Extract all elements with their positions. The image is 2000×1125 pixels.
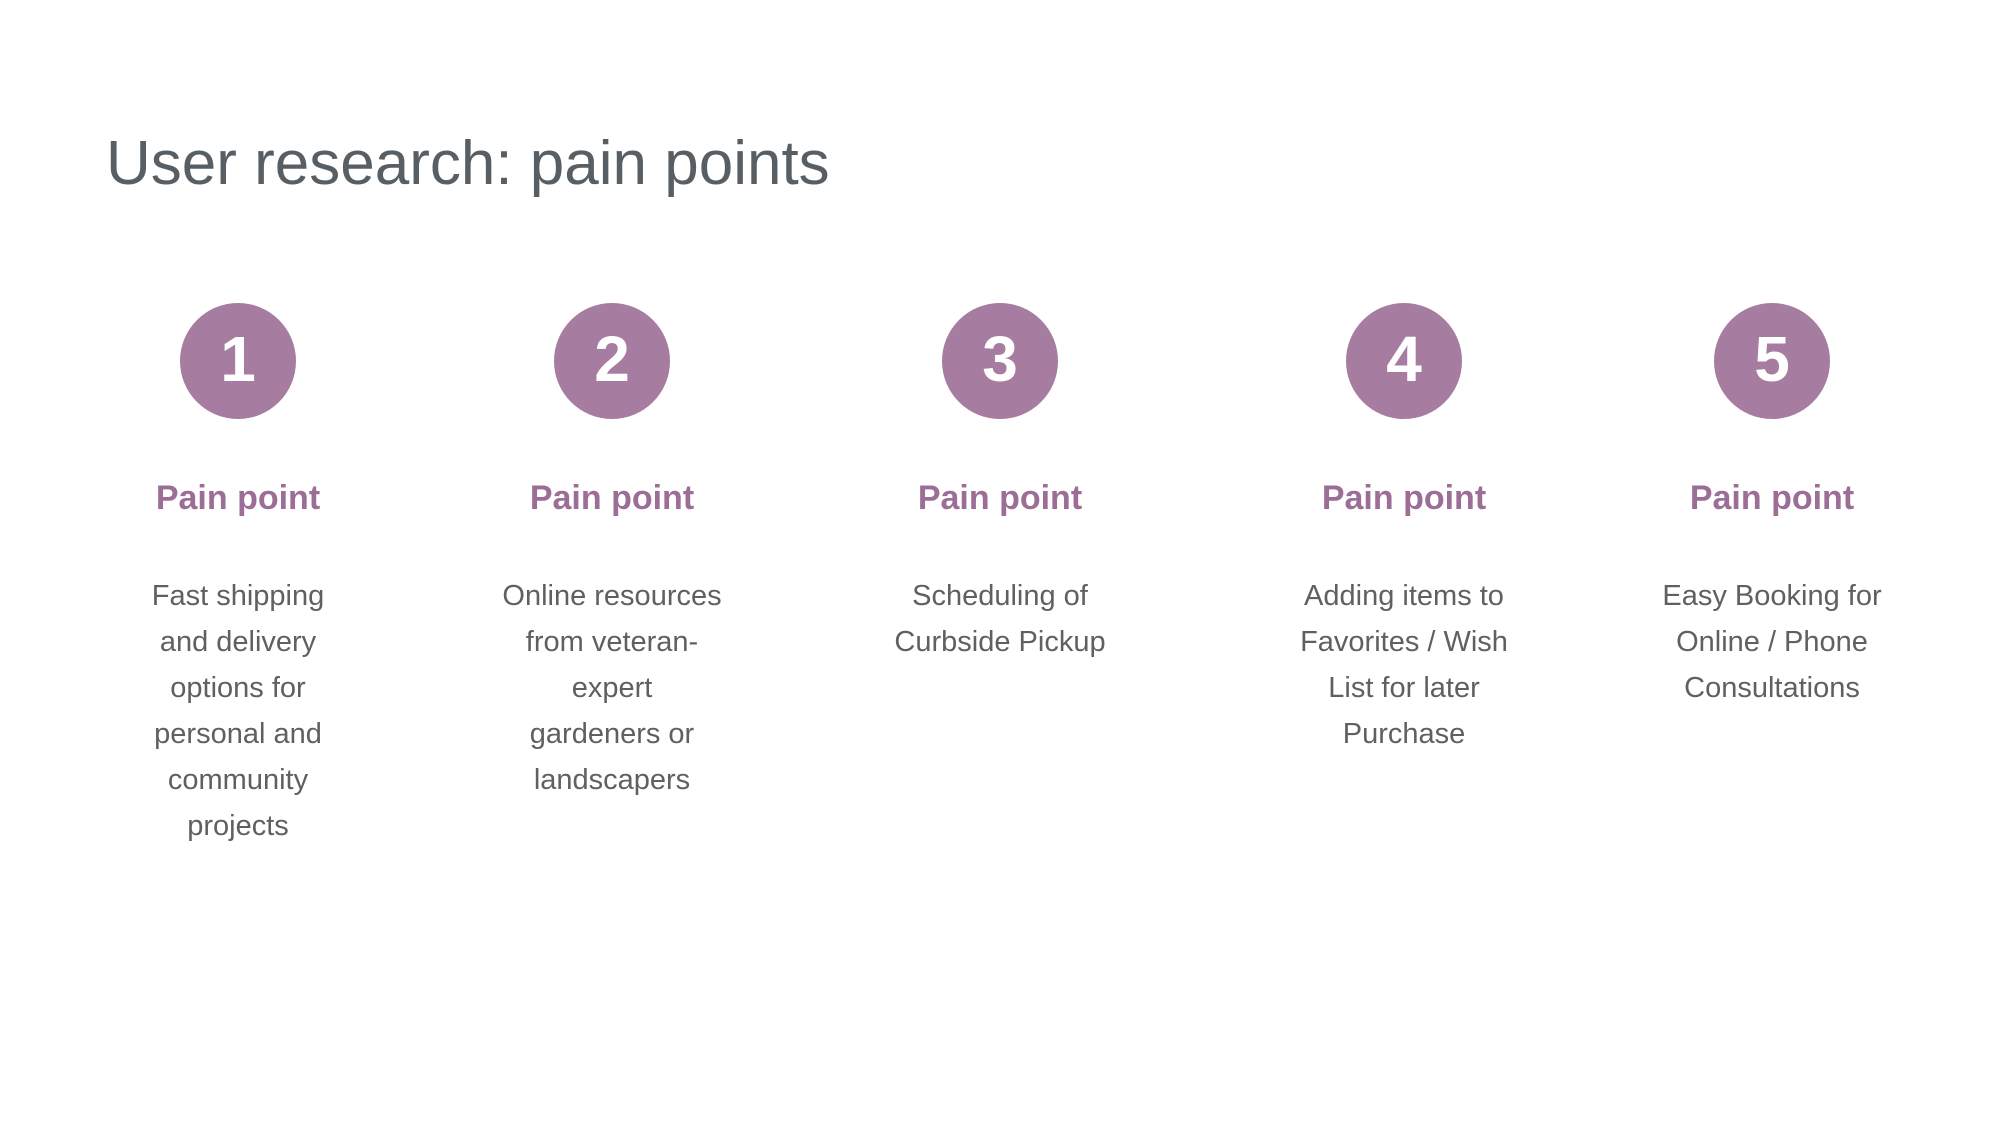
step-number: 5 (1754, 323, 1790, 395)
step-circle-5: 5 (1714, 303, 1830, 419)
pain-point-description: Easy Booking for Online / Phone Consulta… (1662, 580, 1882, 704)
pain-point-label: Pain point (1321, 479, 1487, 517)
pain-point-label: Pain point (155, 479, 321, 517)
pain-point-description: Scheduling of Curbside Pickup (894, 580, 1106, 658)
pain-point-label: Pain point (1689, 479, 1855, 517)
pain-point-description: Online resources from veteran- expert ga… (502, 580, 722, 796)
pain-point-column-2: 2 Pain point Online resources from veter… (442, 303, 782, 803)
step-circle-2: 2 (554, 303, 670, 419)
step-circle-1: 1 (180, 303, 296, 419)
pain-point-column-1: 1 Pain point Fast shipping and delivery … (68, 303, 408, 849)
pain-point-column-5: 5 Pain point Easy Booking for Online / P… (1602, 303, 1942, 711)
page-title: User research: pain points (106, 129, 830, 198)
pain-point-label: Pain point (917, 479, 1083, 517)
step-number: 4 (1386, 323, 1422, 395)
pain-point-column-3: 3 Pain point Scheduling of Curbside Pick… (830, 303, 1170, 665)
pain-point-label: Pain point (529, 479, 695, 517)
pain-point-column-4: 4 Pain point Adding items to Favorites /… (1234, 303, 1574, 757)
step-circle-4: 4 (1346, 303, 1462, 419)
step-circle-3: 3 (942, 303, 1058, 419)
step-number: 2 (594, 323, 630, 395)
step-number: 1 (220, 323, 256, 395)
step-number: 3 (982, 323, 1018, 395)
pain-point-description: Fast shipping and delivery options for p… (151, 580, 325, 842)
pain-point-description: Adding items to Favorites / Wish List fo… (1300, 580, 1508, 750)
